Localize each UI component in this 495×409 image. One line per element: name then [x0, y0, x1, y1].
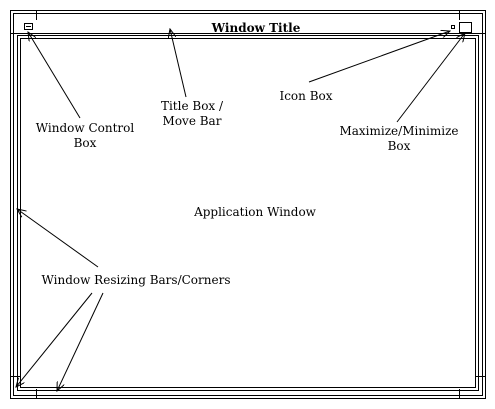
- label-title-box-line1: Title Box /: [161, 99, 224, 113]
- label-maximize-box-line2: Box: [388, 139, 411, 153]
- label-window-control-line2: Box: [74, 136, 97, 150]
- label-application-window: Application Window: [193, 205, 317, 219]
- label-resizing-bars: Window Resizing Bars/Corners: [42, 273, 231, 287]
- label-maximize-box-line1: Maximize/Minimize: [339, 124, 458, 138]
- arrow-resize-corner-bottom: [57, 292, 104, 391]
- icon-box[interactable]: [451, 25, 455, 29]
- arrow-icon-box: [308, 31, 450, 83]
- label-title-box-line2: Move Bar: [163, 114, 222, 128]
- arrow-maximize-box: [396, 33, 465, 123]
- arrow-title-box: [170, 29, 187, 98]
- window-title: Window Title: [211, 21, 301, 35]
- arrow-resize-corner-left: [16, 292, 93, 387]
- annotation-arrows: [16, 29, 465, 391]
- label-icon-box: Icon Box: [279, 89, 332, 103]
- arrow-window-control: [28, 32, 81, 119]
- title-bar[interactable]: Window Title: [17, 21, 479, 35]
- arrow-resize-side: [17, 209, 99, 268]
- window-control-box[interactable]: [24, 23, 33, 30]
- maximize-minimize-box[interactable]: [459, 22, 472, 33]
- label-window-control-line1: Window Control: [36, 121, 135, 135]
